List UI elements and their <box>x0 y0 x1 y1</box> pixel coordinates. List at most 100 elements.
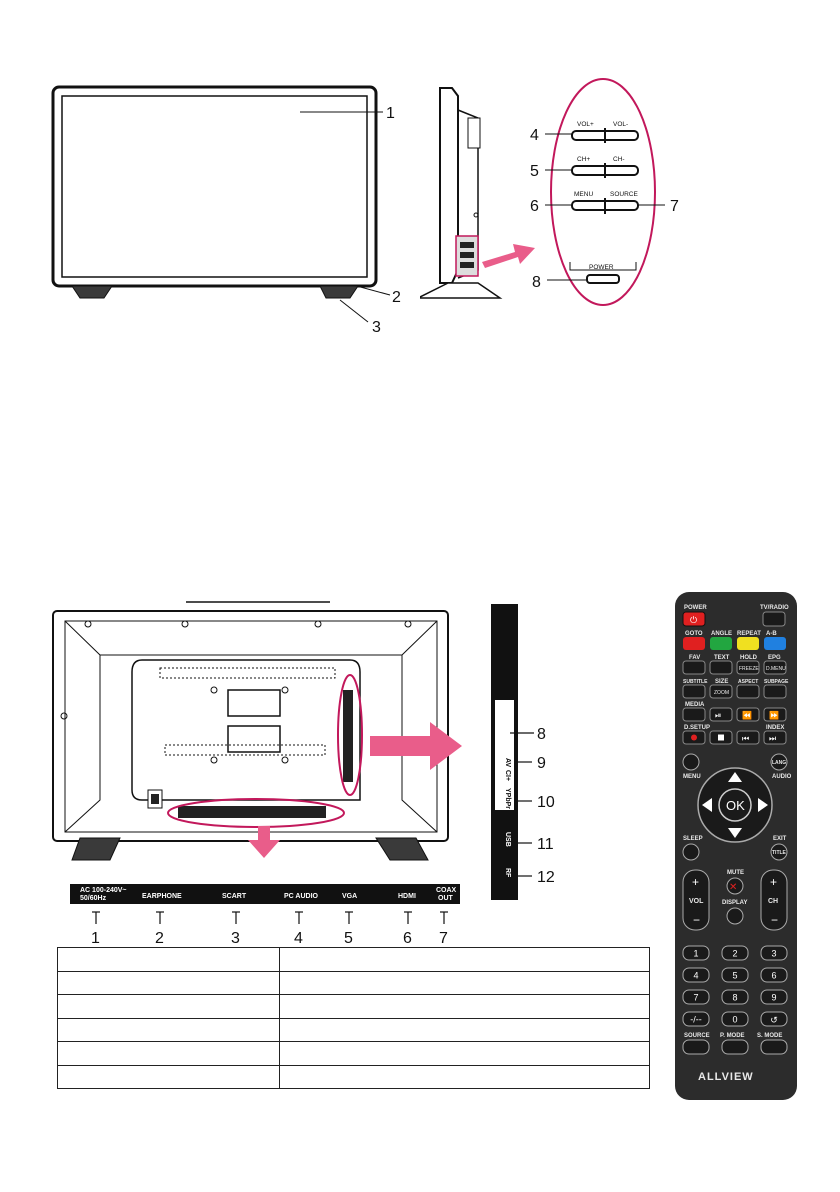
table-cell <box>279 1041 650 1066</box>
table-cell <box>279 970 650 995</box>
remote-digit-button[interactable] <box>760 967 788 983</box>
port-coax-line2: OUT <box>438 895 454 902</box>
remote-smode-button[interactable] <box>760 1039 788 1055</box>
remote-media-label: MEDIA <box>685 702 705 708</box>
remote-ok-button[interactable] <box>718 788 752 822</box>
remote-next-button[interactable] <box>763 730 787 745</box>
dpad-down-icon[interactable] <box>728 828 742 838</box>
remote-source-button[interactable] <box>682 1039 710 1055</box>
remote-ch-label: CH <box>768 898 778 905</box>
side-port-usb: USB <box>504 832 511 847</box>
remote-digit-label: 8 <box>732 993 737 1003</box>
remote-power-button[interactable] <box>682 611 706 627</box>
side-port-callout-10: 10 <box>537 794 555 811</box>
remote-zoom-button[interactable] <box>709 684 733 699</box>
dpad-left-icon[interactable] <box>702 798 712 812</box>
port-callout-7: 7 <box>439 930 448 947</box>
remote-menu-label: MENU <box>683 774 701 780</box>
rear-port-strip <box>178 806 326 818</box>
remote-green-button[interactable] <box>710 637 732 650</box>
dpad-up-icon[interactable] <box>728 772 742 782</box>
remote-subtitle-button[interactable] <box>682 684 706 699</box>
remote-media-button[interactable] <box>682 707 706 722</box>
power-label: POWER <box>589 264 614 271</box>
remote-digit-button[interactable] <box>682 945 710 961</box>
remote-digit-button[interactable] <box>721 967 749 983</box>
remote-prev-button[interactable] <box>736 730 760 745</box>
remote-menu-button[interactable] <box>682 753 700 771</box>
remote-index-label: INDEX <box>766 725 784 731</box>
button-panel-oval <box>550 78 656 306</box>
side-callout-7: 7 <box>670 198 679 215</box>
remote-audio-label: AUDIO <box>772 774 792 780</box>
remote-freeze-text: FREEZE <box>739 666 759 672</box>
port-coax-line1: COAX <box>436 887 457 894</box>
remote-digit-button[interactable] <box>682 1011 710 1027</box>
recall-icon: ↺ <box>770 1015 778 1025</box>
remote-digit-button[interactable] <box>760 945 788 961</box>
vol-minus-label: VOL- <box>613 121 628 128</box>
remote-dmenu-button[interactable] <box>763 660 787 675</box>
side-port-ypbpr: YPbPr <box>504 788 511 809</box>
remote-pmode-button[interactable] <box>721 1039 749 1055</box>
side-callout-6: 6 <box>530 198 539 215</box>
remote-fav-button[interactable] <box>682 660 706 675</box>
remote-display-button[interactable] <box>726 907 744 925</box>
dpad-right-icon[interactable] <box>758 798 768 812</box>
remote-recall-button[interactable] <box>760 1011 788 1027</box>
remote-digit-button[interactable] <box>721 1011 749 1027</box>
remote-lang-button[interactable] <box>770 753 788 771</box>
remote-goto-label: GOTO <box>685 631 703 637</box>
remote-subpage-label: SUBPAGE <box>764 679 789 685</box>
remote-digit-button[interactable] <box>760 989 788 1005</box>
port-pc-audio: PC AUDIO <box>284 893 319 900</box>
remote-size-label: SIZE <box>715 679 728 685</box>
side-port-rf: RF <box>504 868 511 878</box>
remote-text-button[interactable] <box>709 660 733 675</box>
remote-subpage-button[interactable] <box>763 684 787 699</box>
table-row <box>57 1064 650 1089</box>
remote-blue-button[interactable] <box>764 637 786 650</box>
side-ports-highlight <box>337 674 363 796</box>
remote-rewind-button[interactable] <box>736 707 760 722</box>
remote-ab-label: A-B <box>766 631 777 637</box>
remote-digit-button[interactable] <box>682 967 710 983</box>
remote-digit-label: 9 <box>771 993 776 1003</box>
front-callout-3: 3 <box>372 319 381 336</box>
remote-digit-label: 3 <box>771 949 776 959</box>
tv-screen <box>61 95 368 278</box>
remote-ch-rocker[interactable] <box>760 869 788 931</box>
remote-red-button[interactable] <box>683 637 705 650</box>
remote-exit-button[interactable] <box>770 843 788 861</box>
remote-digit-label: 5 <box>732 971 737 981</box>
mute-icon: ✕ <box>729 882 737 893</box>
side-port-callout-9: 9 <box>537 755 546 772</box>
port-ac: AC 100-240V~50/60Hz <box>80 887 127 902</box>
bottom-ports-highlight <box>167 798 345 828</box>
remote-digit-button[interactable] <box>721 945 749 961</box>
table-cell <box>57 1017 280 1042</box>
remote-aspect-button[interactable] <box>736 684 760 699</box>
remote-forward-button[interactable] <box>763 707 787 722</box>
table-cell <box>57 1041 280 1066</box>
rewind-icon: ⏪ <box>742 710 752 720</box>
remote-zoom-text: ZOOM <box>714 690 729 696</box>
remote-sleep-button[interactable] <box>682 843 700 861</box>
menu-label: MENU <box>574 191 593 198</box>
remote-play-pause-button[interactable] <box>709 707 733 722</box>
remote-vol-rocker[interactable] <box>682 869 710 931</box>
remote-sleep-label: SLEEP <box>683 836 703 842</box>
remote-hold-label: HOLD <box>740 655 758 661</box>
remote-yellow-button[interactable] <box>737 637 759 650</box>
remote-digit-button[interactable] <box>682 989 710 1005</box>
side-port-av: AV <box>504 758 511 768</box>
remote-fav-label: FAV <box>689 655 700 661</box>
remote-digit-button[interactable] <box>721 989 749 1005</box>
tv-rear-view: AC 100-240V~50/60Hz EARPHONE SCART PC AU… <box>52 601 555 947</box>
remote-tvradio-button[interactable] <box>762 611 786 627</box>
remote-freeze-button[interactable] <box>736 660 760 675</box>
remote-mute-button[interactable] <box>726 877 744 895</box>
power-button[interactable] <box>586 274 620 284</box>
port-scart: SCART <box>222 893 247 900</box>
zoom-arrow-front <box>482 244 535 268</box>
